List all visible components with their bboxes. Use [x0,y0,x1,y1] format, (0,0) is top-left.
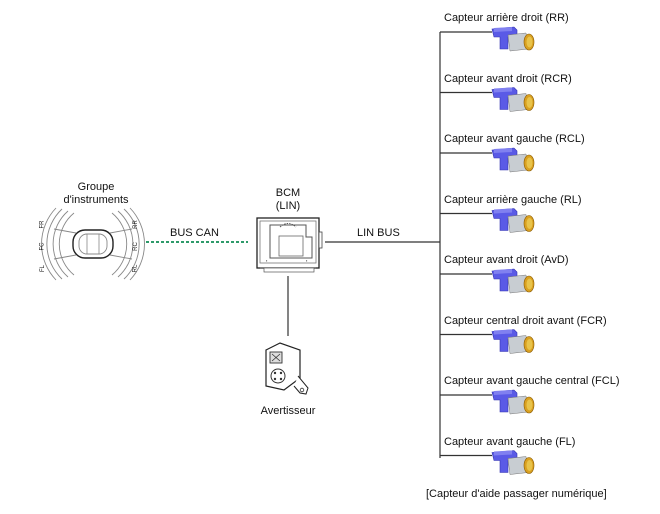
zone-label-rr: RR [132,220,139,229]
can-bus-label: BUS CAN [170,227,219,239]
sensor-label: Capteur avant gauche (RCL) [444,133,585,145]
bcm-label-line2: (LIN) [275,200,301,212]
parking-sensor-icon [491,450,535,475]
bcm-module-icon: ▪ ▪ [256,217,323,273]
lin-bus-label: LIN BUS [357,227,400,239]
bcm-label-line1: BCM [275,187,301,199]
sensor-label: Capteur arrière droit (RR) [444,12,569,24]
instrument-cluster-label-line1: Groupe [77,181,115,193]
sensor-label: Capteur central droit avant (FCR) [444,314,607,327]
sensor-label: Capteur arrière gauche (RL) [444,193,582,206]
zone-label-fl: FL [40,264,47,273]
zone-label-rl: RL [132,264,139,273]
parking-sensor-icon [491,87,535,112]
zone-label-rc: RC [132,242,139,251]
zone-label-fr: FR [39,220,46,229]
svg-text:▪: ▪ [306,258,308,263]
svg-text:▪: ▪ [266,258,268,263]
parking-sensor-icon [491,208,535,233]
sensor-label: Capteur avant droit (AvD) [444,254,569,266]
parking-sensor-icon [491,389,535,415]
sensor-label: Capteur avant droit (RCR) [444,72,572,85]
sensor-label: Capteur avant gauche central (FCL) [444,375,620,387]
parking-sensor-icon [491,268,535,294]
diagram-caption: [Capteur d'aide passager numérique] [426,488,607,500]
zone-label-fc: FC [39,242,46,251]
parking-sensor-icon [491,147,535,173]
parking-sensor-icon [491,26,535,52]
parking-sensor-icon [491,329,535,354]
buzzer-icon [265,342,309,395]
sensor-label: Capteur avant gauche (FL) [444,435,576,448]
instrument-cluster-label-line2: d'instruments [63,194,129,206]
instrument-cluster-icon [41,207,145,281]
buzzer-label: Avertisseur [260,405,316,417]
